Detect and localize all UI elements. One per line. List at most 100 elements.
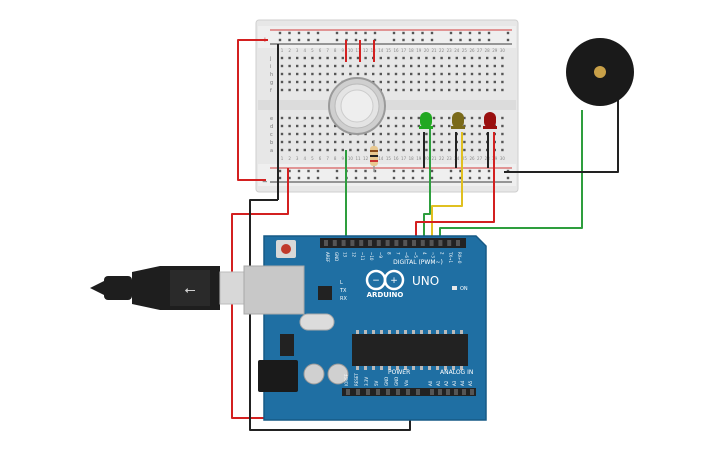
column-number: 3 <box>296 156 299 161</box>
digital-pin-label: 12 <box>351 252 356 258</box>
column-number: 1 <box>281 156 284 161</box>
column-number: 22 <box>439 48 445 53</box>
column-number: 15 <box>386 156 392 161</box>
rx-label: RX <box>340 296 347 302</box>
column-number: 24 <box>454 156 460 161</box>
tx-label: TX <box>339 288 347 294</box>
power-pin-label: RESET <box>354 373 359 386</box>
column-number: 29 <box>492 156 498 161</box>
analog-pin-label: A0 <box>428 380 433 386</box>
analog-pin-label: A5 <box>468 380 473 386</box>
digital-pin-label: TX→1 <box>448 251 453 264</box>
digital-pin-label: ~6 <box>404 252 409 258</box>
svg-text:−: − <box>372 276 380 286</box>
column-number: 10 <box>348 156 354 161</box>
column-number: 28 <box>485 48 491 53</box>
wire-red-left-rail <box>237 39 268 181</box>
digital-pin-label: ~9 <box>378 252 383 258</box>
row-letter: b <box>270 140 273 146</box>
column-number: 20 <box>424 48 430 53</box>
analog-pin-label: A1 <box>436 380 441 386</box>
column-number: 5 <box>311 156 314 161</box>
power-pin-label: 3.3V <box>364 377 369 386</box>
analog-pin-label: A4 <box>460 380 465 386</box>
column-number: 15 <box>386 48 392 53</box>
green-led <box>419 112 433 129</box>
column-number: 7 <box>326 156 329 161</box>
column-number: 8 <box>334 48 337 53</box>
digital-pin-label: 4 <box>422 252 427 255</box>
row-letter: g <box>270 80 273 86</box>
column-number: 27 <box>477 156 483 161</box>
power-pin-label: GND <box>384 377 389 386</box>
column-number: 11 <box>355 48 361 53</box>
column-number: 18 <box>409 156 415 161</box>
digital-header-label: DIGITAL (PWM~) <box>393 259 443 266</box>
column-number: 16 <box>393 48 399 53</box>
row-letter: c <box>270 132 273 138</box>
model-label: UNO <box>412 274 439 288</box>
column-number: 29 <box>492 48 498 53</box>
power-pin-label: IOREF <box>344 373 349 386</box>
column-number: 12 <box>363 156 369 161</box>
row-letter: h <box>270 72 273 78</box>
row-letter: i <box>270 64 271 70</box>
column-number: 21 <box>431 48 437 53</box>
column-number: 17 <box>401 48 407 53</box>
analog-header-label: ANALOG IN <box>440 369 473 376</box>
digital-pin-label: 13 <box>343 252 348 258</box>
column-number: 8 <box>334 156 337 161</box>
digital-pin-label: 8 <box>387 252 392 255</box>
column-number: 26 <box>469 156 475 161</box>
row-letter: j <box>269 56 271 62</box>
red-led <box>483 112 497 129</box>
digital-pin-label: ~5 <box>413 252 418 258</box>
analog-pin-label: A3 <box>452 380 457 386</box>
arduino-logo: − + <box>365 269 405 291</box>
column-number: 12 <box>363 48 369 53</box>
column-number: 21 <box>431 156 437 161</box>
row-letter: d <box>270 124 273 130</box>
wire-red-led <box>415 132 495 242</box>
column-number: 27 <box>477 48 483 53</box>
usb-icon: ⭠ <box>184 282 195 298</box>
column-number: 25 <box>462 156 468 161</box>
column-number: 16 <box>393 156 399 161</box>
buzzer <box>566 38 634 106</box>
column-number: 25 <box>462 48 468 53</box>
column-number: 19 <box>416 48 422 53</box>
power-pin-label: GND <box>394 377 399 386</box>
column-number: 6 <box>319 156 322 161</box>
svg-text:+: + <box>390 276 398 286</box>
row-letter: e <box>270 116 273 122</box>
led-group <box>419 112 497 129</box>
row-letter: f <box>270 88 272 94</box>
column-number: 14 <box>378 156 384 161</box>
column-number: 10 <box>348 48 354 53</box>
digital-pin-label: RX←0 <box>457 252 462 264</box>
column-number: 2 <box>288 156 291 161</box>
power-pin-label: 5V <box>374 380 379 386</box>
column-number: 14 <box>378 48 384 53</box>
column-number: 1 <box>281 48 284 53</box>
column-number: 23 <box>447 156 453 161</box>
on-label: ON <box>460 286 468 292</box>
column-number: 17 <box>401 156 407 161</box>
column-number: 9 <box>342 48 345 53</box>
wire-green-buzzer <box>439 110 583 242</box>
digital-pin-label: ~11 <box>360 252 365 261</box>
column-number: 20 <box>424 156 430 161</box>
column-number: 3 <box>296 48 299 53</box>
digital-pin-label: ~3 <box>431 252 436 258</box>
column-number: 22 <box>439 156 445 161</box>
digital-pin-label: 7 <box>395 252 400 255</box>
column-number: 2 <box>288 48 291 53</box>
column-number: 4 <box>304 156 307 161</box>
column-number: 5 <box>311 48 314 53</box>
row-letter: a <box>270 148 273 154</box>
wire-black-buzzer <box>504 96 619 173</box>
yellow-led <box>451 112 465 129</box>
column-number: 30 <box>500 48 506 53</box>
column-number: 26 <box>469 48 475 53</box>
gas-sensor <box>328 77 386 135</box>
